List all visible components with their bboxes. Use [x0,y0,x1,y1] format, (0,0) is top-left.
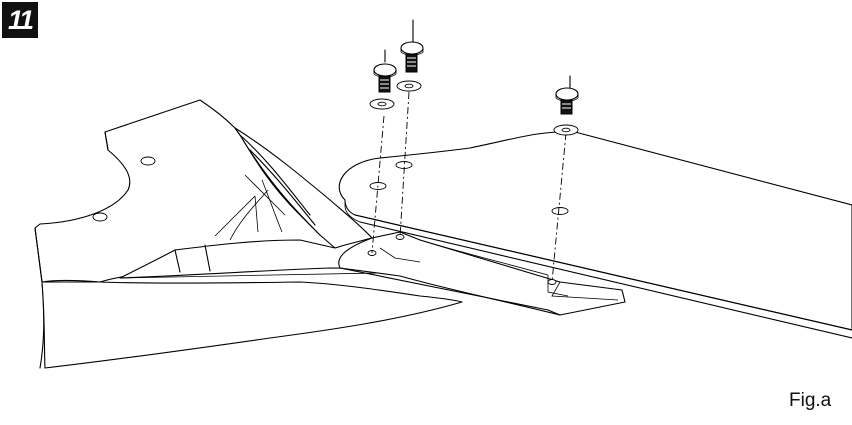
base-body [34,99,463,369]
screw-icon [373,19,579,115]
step-number-badge: 11 [2,2,38,38]
figure-label: Fig.a [789,390,832,411]
alignment-lines [371,91,567,283]
base-hole [140,156,156,166]
washer-icon [369,80,579,136]
rail-hole [547,279,557,285]
board-panel [338,131,852,339]
base-hole [92,212,108,222]
mounting-rail [338,231,626,316]
board-hole [551,207,569,215]
